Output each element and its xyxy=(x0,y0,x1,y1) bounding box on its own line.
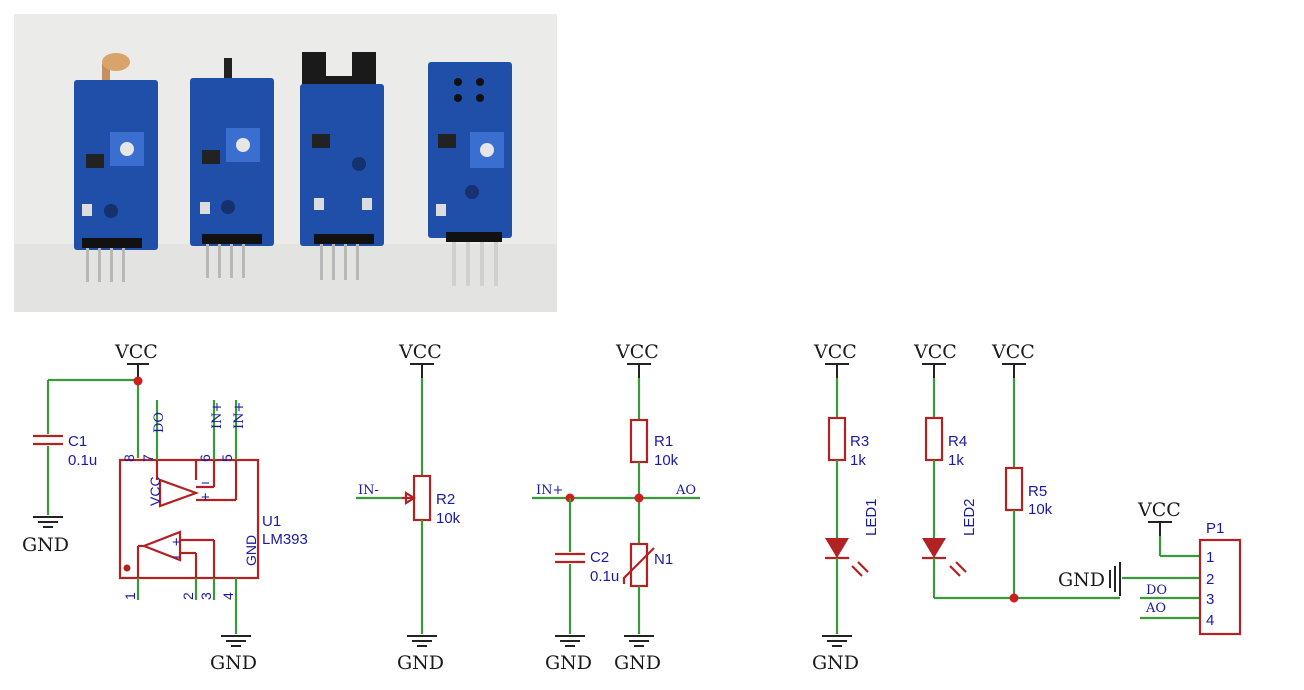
do-net-label: DO xyxy=(152,412,167,433)
in-plus-net-label: IN+ xyxy=(536,483,563,498)
n1-body xyxy=(629,542,649,588)
in-plus-net-label: IN+ xyxy=(210,402,225,429)
gnd-label: GND xyxy=(1058,569,1105,591)
u1-value: LM393 xyxy=(262,531,308,548)
p1-body xyxy=(1198,538,1242,636)
vcc-label: VCC xyxy=(813,341,857,363)
minus-sign: − xyxy=(201,475,210,492)
r5-value: 10k xyxy=(1028,501,1053,518)
r4-body xyxy=(924,416,944,462)
led1-ref: LED1 xyxy=(863,498,880,536)
module-ir-sensor xyxy=(428,62,512,286)
u1-gnd-pin-label: GND xyxy=(243,535,259,566)
r1-body xyxy=(629,418,649,464)
r3-ref: R3 xyxy=(850,433,869,450)
thermistor-divider-section: VCC R1 10k IN+ AO C2 0.1u N1 GND GND xyxy=(532,341,700,674)
do-net-label: DO xyxy=(1146,583,1167,598)
led2-symbol xyxy=(922,538,946,558)
module-slot-sensor xyxy=(300,52,384,280)
in-minus-net-label: IN- xyxy=(358,483,379,498)
p1-pin-2: 2 xyxy=(1206,571,1214,588)
u1-vcc-pin-label: VCC xyxy=(147,476,163,506)
c2-value: 0.1u xyxy=(590,568,619,585)
r1-value: 10k xyxy=(654,452,679,469)
in-plus-net-label: IN+ xyxy=(232,402,247,429)
r1-ref: R1 xyxy=(654,433,673,450)
gnd-label: GND xyxy=(545,652,592,674)
plus-sign: + xyxy=(201,489,210,506)
potentiometer-section: VCC IN- R2 10k GND xyxy=(356,341,461,674)
c1-value: 0.1u xyxy=(68,452,97,469)
pin-1: 1 xyxy=(122,592,138,600)
r2-body xyxy=(412,474,432,522)
r3-body xyxy=(827,416,847,462)
r4-value: 1k xyxy=(948,452,964,469)
vcc-label: VCC xyxy=(114,341,158,363)
gnd-label: GND xyxy=(614,652,661,674)
r2-ref: R2 xyxy=(436,491,455,508)
gnd-label: GND xyxy=(210,652,257,674)
c1-ref: C1 xyxy=(68,433,87,450)
comparator-section: VCC C1 0.1u GND xyxy=(22,341,308,674)
junction-dot xyxy=(634,493,644,503)
vcc-label: VCC xyxy=(913,341,957,363)
ao-net-label: AO xyxy=(675,483,696,498)
r2-value: 10k xyxy=(436,510,461,527)
pin-8: 8 xyxy=(121,454,137,462)
connector-p1: VCC GND DO AO P1 1 2 3 4 xyxy=(1058,499,1242,636)
pin-6: 6 xyxy=(197,454,213,462)
gnd-label: GND xyxy=(812,652,859,674)
pin-3: 3 xyxy=(198,592,214,600)
p1-pin-1: 1 xyxy=(1206,549,1214,566)
u1-body xyxy=(118,458,260,580)
r5-ref: R5 xyxy=(1028,483,1047,500)
c2-ref: C2 xyxy=(590,549,609,566)
led-section: VCC R3 1k LED1 GND VCC R4 1k LED2 xyxy=(812,341,1120,674)
u1-ref: U1 xyxy=(262,513,281,530)
junction-dot xyxy=(133,376,143,386)
ao-net-label: AO xyxy=(1145,601,1166,616)
r4-ref: R4 xyxy=(948,433,967,450)
module-photoresistor xyxy=(74,53,158,282)
p1-ref: P1 xyxy=(1206,520,1224,537)
vcc-label: VCC xyxy=(398,341,442,363)
r3-value: 1k xyxy=(850,452,866,469)
vcc-label: VCC xyxy=(615,341,659,363)
junction-dot xyxy=(1009,593,1019,603)
p1-pin-4: 4 xyxy=(1206,612,1214,629)
minus-sign: − xyxy=(172,549,181,566)
r5-body xyxy=(1004,466,1024,512)
pin-7: 7 xyxy=(140,454,156,462)
pin-5: 5 xyxy=(219,454,235,462)
module-thermistor xyxy=(190,58,274,278)
gnd-label: GND xyxy=(397,652,444,674)
p1-pin-3: 3 xyxy=(1206,591,1214,608)
pin-2: 2 xyxy=(180,592,196,600)
vcc-label: VCC xyxy=(1137,499,1181,521)
plus-sign: + xyxy=(172,534,181,551)
vcc-label: VCC xyxy=(991,341,1035,363)
n1-ref: N1 xyxy=(654,551,673,568)
pin-4: 4 xyxy=(220,592,236,600)
led2-ref: LED2 xyxy=(961,498,978,536)
sensor-modules-photo xyxy=(14,14,557,312)
gnd-label: GND xyxy=(22,534,69,556)
